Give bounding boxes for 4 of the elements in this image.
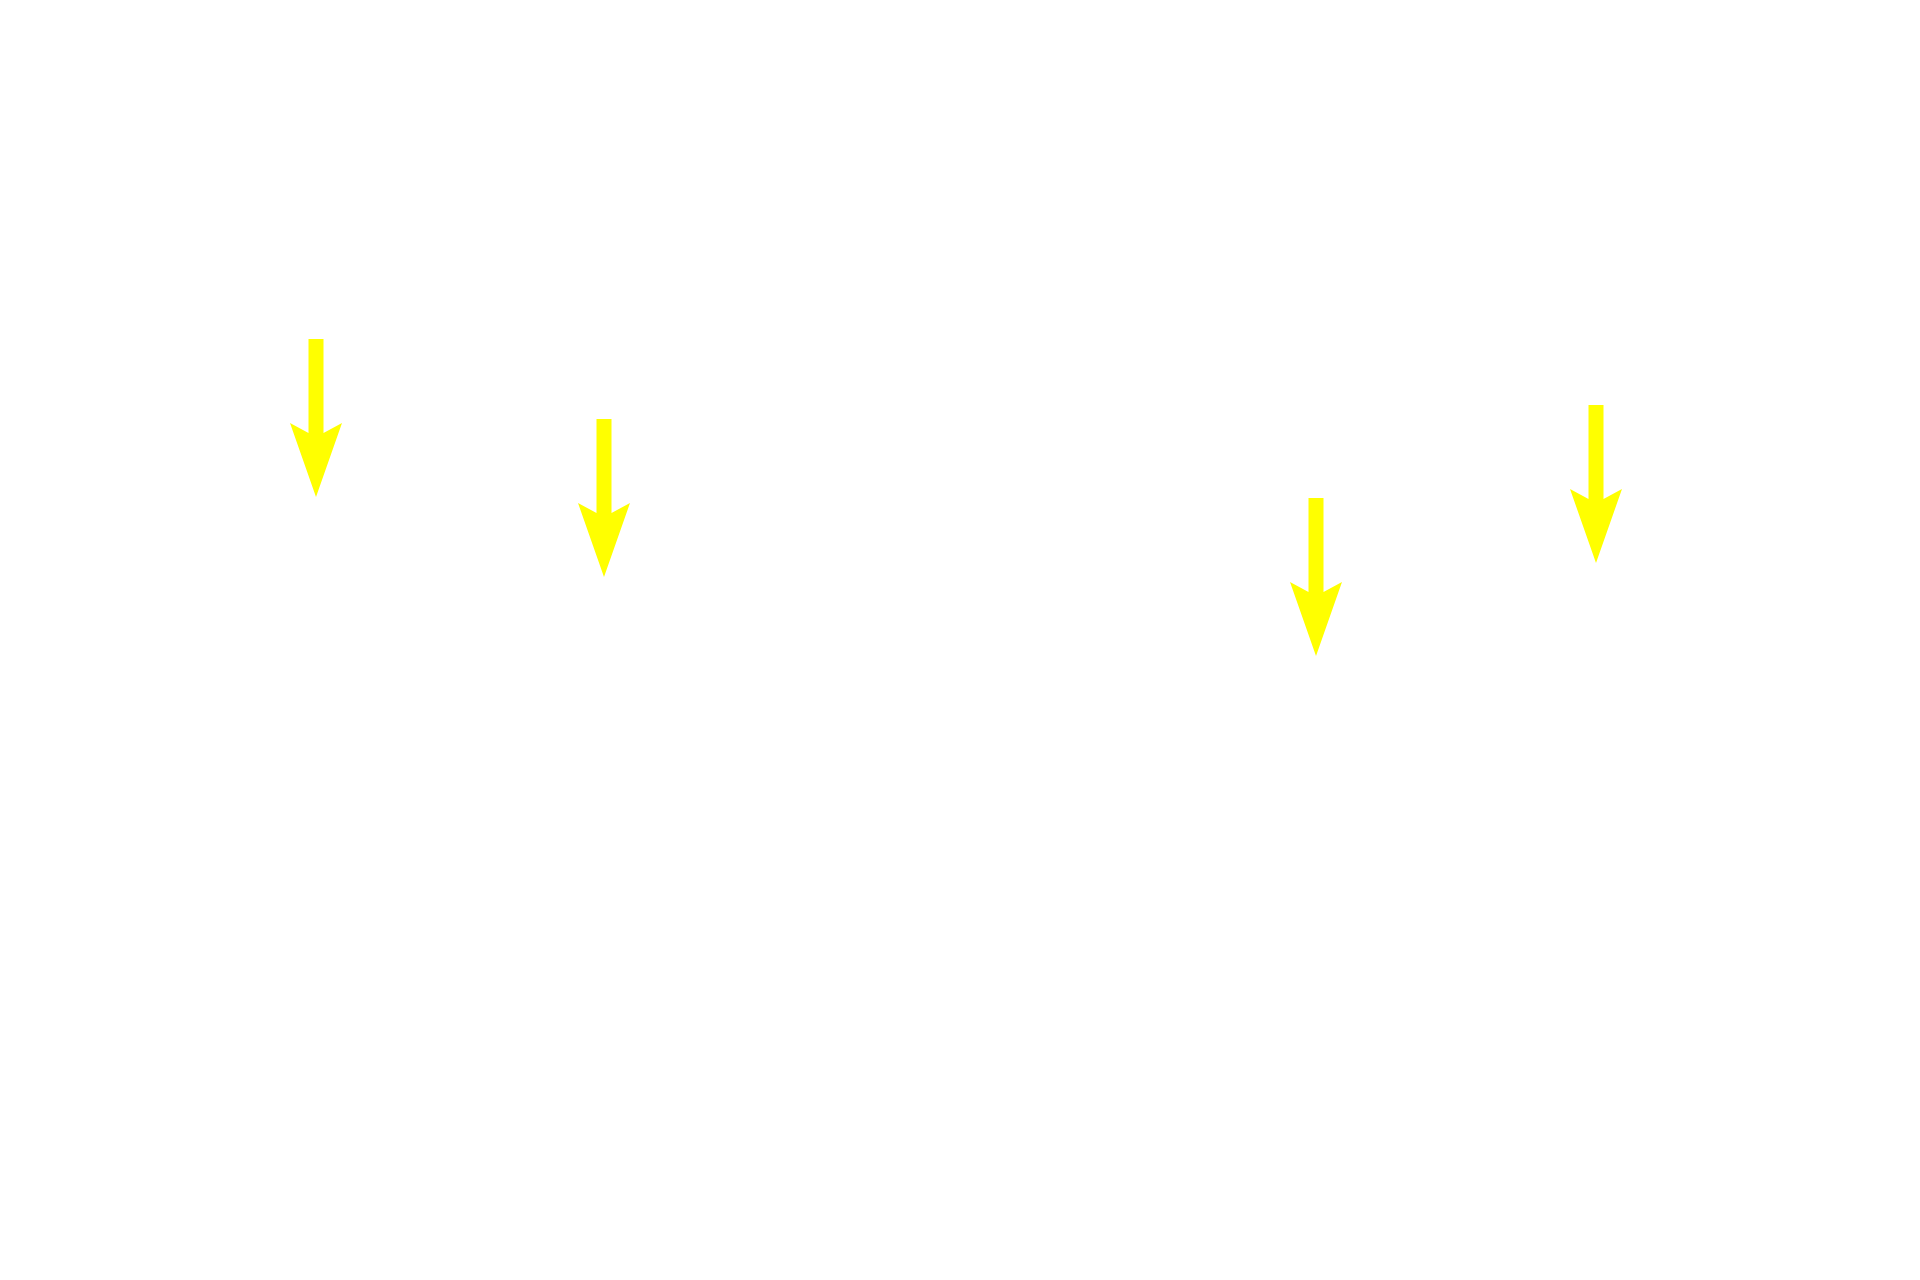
pointer-arrow [578, 419, 630, 577]
pointer-arrow [290, 339, 342, 497]
pointer-arrow [1290, 498, 1342, 656]
pointer-arrow [1570, 405, 1622, 563]
